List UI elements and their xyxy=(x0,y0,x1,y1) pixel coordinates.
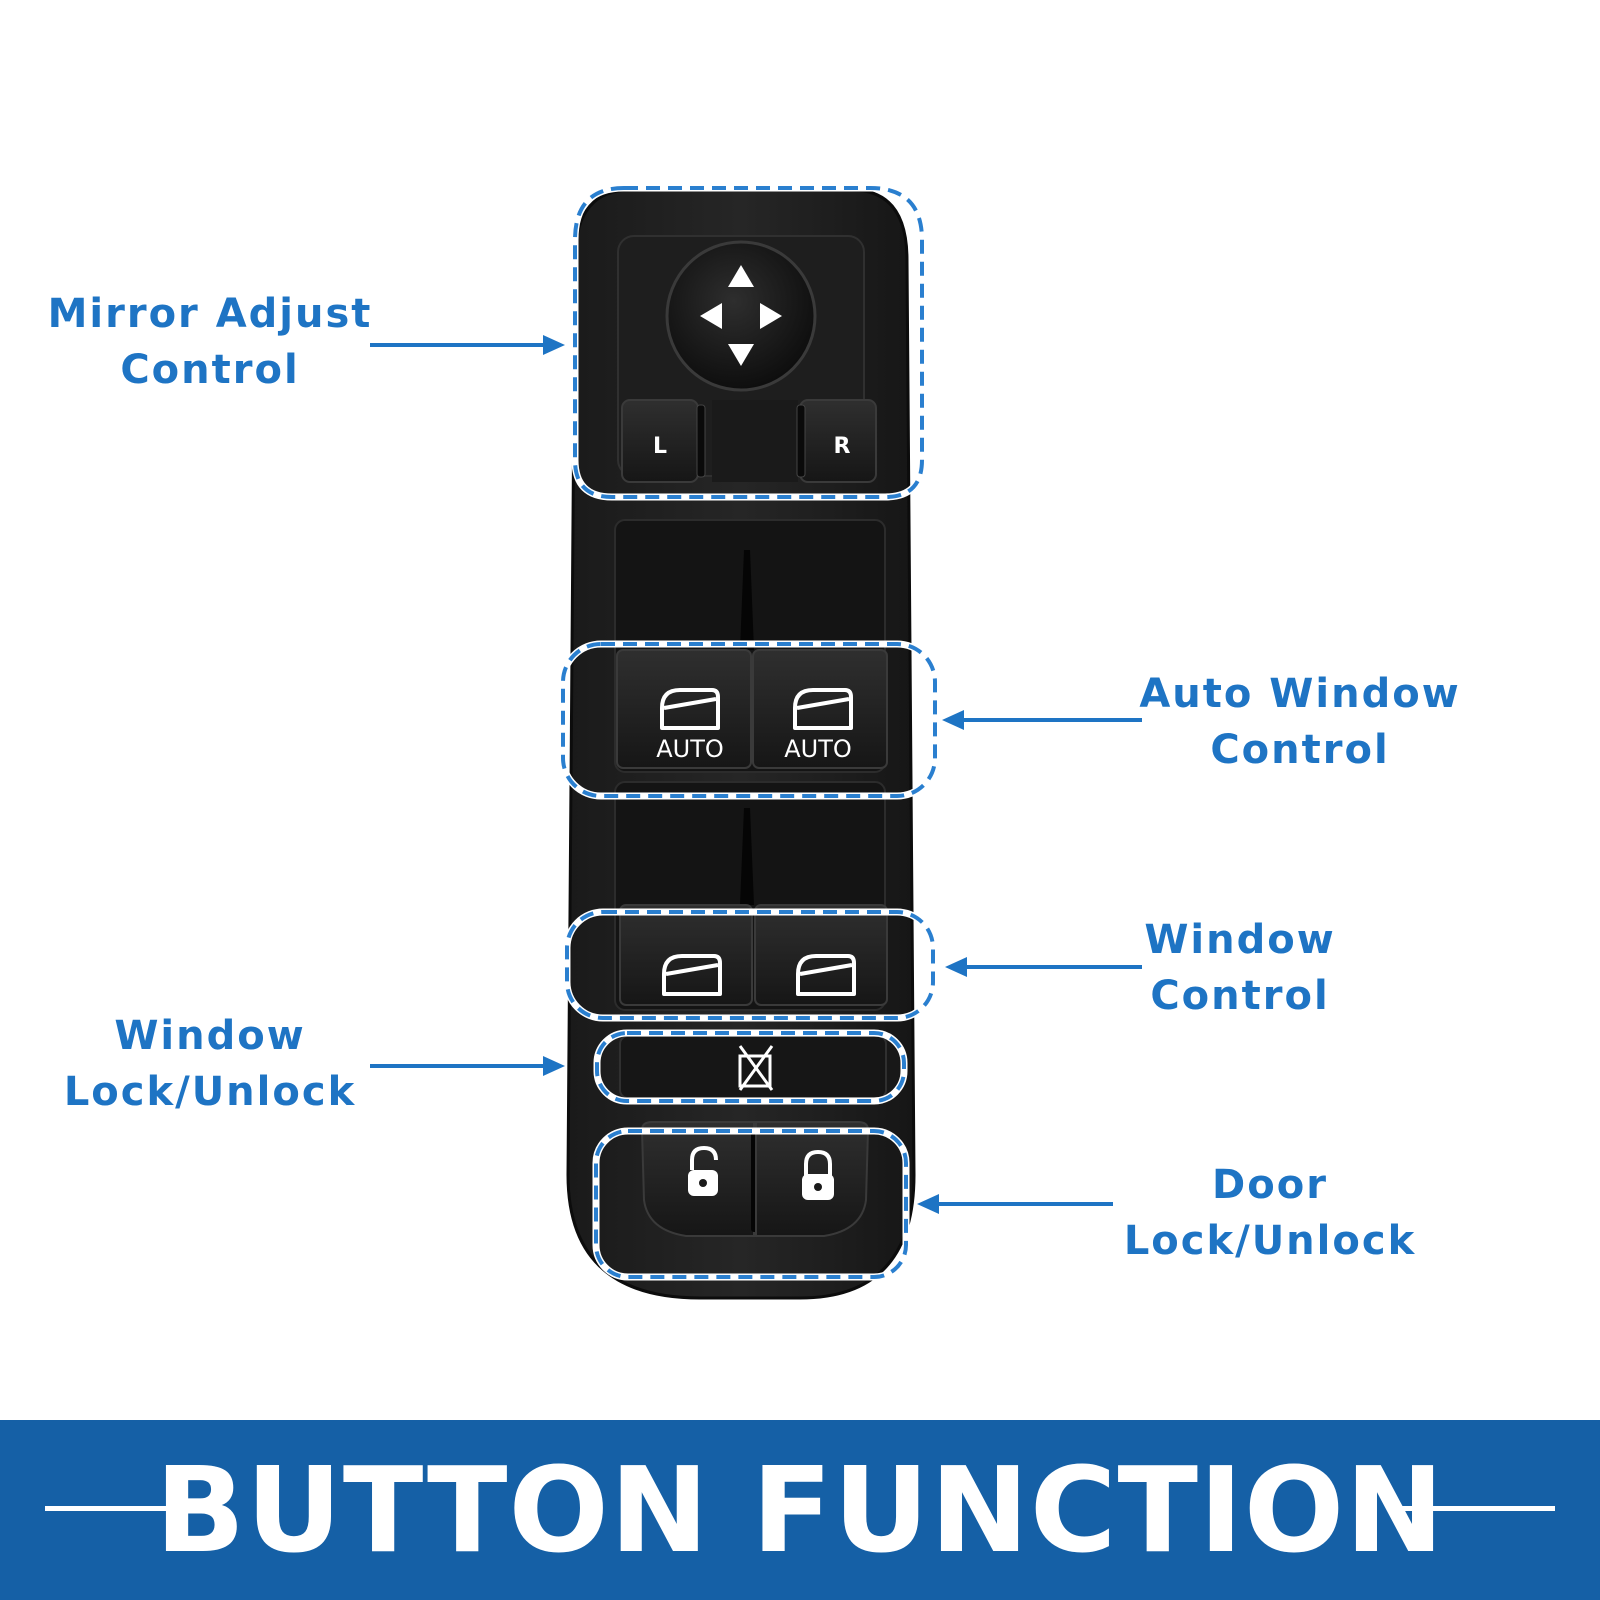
mirror-left-label: L xyxy=(653,434,667,459)
callout-line: Window xyxy=(1144,917,1336,963)
callout-line: Control xyxy=(120,347,300,393)
banner-rule-right xyxy=(1390,1506,1555,1511)
mirror-adjust-arrow xyxy=(370,335,565,355)
callout-line: Control xyxy=(1150,973,1330,1019)
rear-window-divider xyxy=(740,808,754,905)
mirror-right-button[interactable]: R xyxy=(796,399,877,483)
callout-line: Lock/Unlock xyxy=(63,1069,357,1115)
mirror-adjust-knob[interactable] xyxy=(665,240,817,392)
mirror-left-button[interactable]: L xyxy=(621,399,706,483)
leader-arrows xyxy=(370,335,1142,1214)
auto-window-arrow xyxy=(942,710,1142,730)
window-switch-panel: L R AUTO AUTO xyxy=(370,184,1142,1300)
door-lock-callout: Door Lock/Unlock xyxy=(1120,1157,1420,1269)
window-control-callout: Window Control xyxy=(1110,912,1370,1024)
callout-line: Control xyxy=(1210,727,1390,773)
window-lock-arrow xyxy=(370,1056,565,1076)
window-icon xyxy=(793,688,853,730)
window-icon xyxy=(660,688,720,730)
callout-line: Mirror Adjust xyxy=(47,291,373,337)
mirror-selector-gap xyxy=(712,400,798,482)
arrow-left-icon xyxy=(700,303,722,329)
window-right-button[interactable] xyxy=(754,904,888,1006)
mirror-right-label: R xyxy=(834,434,851,459)
callout-line: Lock/Unlock xyxy=(1123,1218,1417,1264)
auto-window-callout: Auto Window Control xyxy=(1130,666,1470,778)
front-window-divider xyxy=(740,550,754,650)
door-lock-arrow xyxy=(917,1194,1113,1214)
door-lock-outline xyxy=(592,1127,910,1281)
window-icon xyxy=(662,954,722,996)
auto-window-left-button[interactable]: AUTO xyxy=(616,649,752,769)
arrow-down-icon xyxy=(728,344,754,366)
callout-line: Door xyxy=(1212,1162,1328,1208)
highlight-outlines xyxy=(559,184,939,1281)
unlock-icon xyxy=(688,1145,718,1196)
window-left-button[interactable] xyxy=(619,904,753,1006)
lock-icon xyxy=(802,1149,834,1200)
banner-rule-left xyxy=(45,1506,220,1511)
auto-label: AUTO xyxy=(784,735,852,763)
door-unlock-button[interactable] xyxy=(640,1121,755,1237)
arrow-up-icon xyxy=(728,265,754,287)
callout-line: Window xyxy=(114,1013,306,1059)
auto-window-outline xyxy=(559,640,939,800)
mirror-adjust-callout: Mirror Adjust Control xyxy=(40,286,380,398)
window-lock-outline xyxy=(593,1029,908,1105)
window-control-arrow xyxy=(945,957,1142,977)
arrow-right-icon xyxy=(760,303,782,329)
window-lock-icon xyxy=(738,1045,774,1091)
auto-label: AUTO xyxy=(656,735,724,763)
banner-title: BUTTON FUNCTION xyxy=(155,1441,1445,1579)
window-lock-callout: Window Lock/Unlock xyxy=(40,1008,380,1120)
auto-window-right-button[interactable]: AUTO xyxy=(752,649,888,769)
window-icon xyxy=(796,954,856,996)
window-lock-button[interactable] xyxy=(619,1035,887,1099)
callout-line: Auto Window xyxy=(1139,671,1461,717)
title-banner: BUTTON FUNCTION xyxy=(0,1420,1600,1600)
window-control-outline xyxy=(563,908,937,1022)
door-lock-button[interactable] xyxy=(755,1121,870,1237)
mirror-adjust-outline xyxy=(571,184,926,501)
